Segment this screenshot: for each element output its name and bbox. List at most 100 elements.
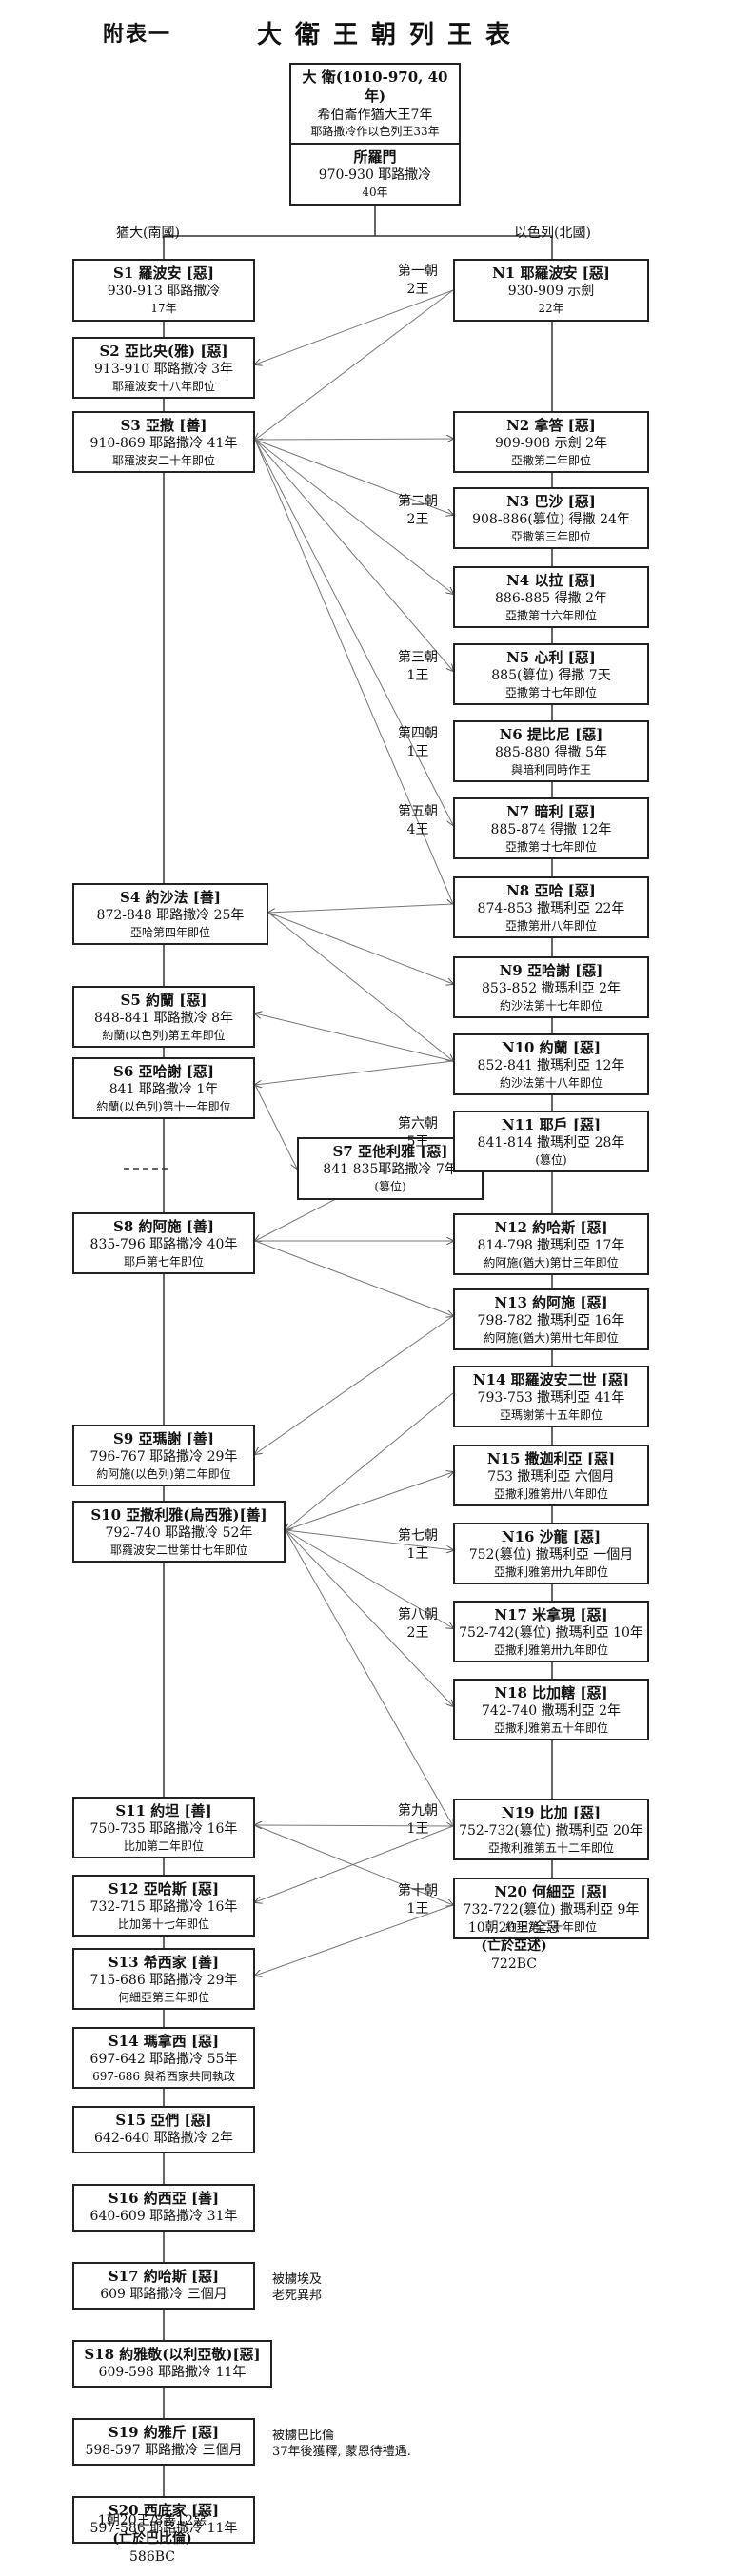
- reign-info: 841-835耶路撒冷 7年: [323, 1162, 458, 1178]
- south-king-s17: S17 約哈斯 [惡]609 耶路撒冷 三個月: [72, 2262, 255, 2310]
- reign-info: 752(篡位) 撒瑪利亞 一個月: [468, 1547, 634, 1563]
- king-name: N14 耶羅波安二世 [惡]: [472, 1371, 630, 1388]
- king-name: N4 以拉 [惡]: [506, 572, 596, 589]
- accession-link-n8-s4: [268, 903, 454, 913]
- north-summary-count: 10朝20王/全惡: [467, 1920, 561, 1936]
- reign-info: 909-908 示劍 2年: [495, 436, 607, 452]
- accession-note: 約蘭(以色列)第五年即位: [102, 1029, 226, 1043]
- reign-info: 715-686 耶路撒冷 29年: [89, 1973, 238, 1989]
- south-king-s5: S5 約蘭 [惡]848-841 耶路撒冷 8年約蘭(以色列)第五年即位: [72, 986, 255, 1049]
- south-king-s2: S2 亞比央(雅) [惡]913-910 耶路撒冷 3年耶羅波安十八年即位: [72, 337, 255, 400]
- reign-info: 814-798 撒瑪利亞 17年: [477, 1238, 625, 1254]
- king-name: N8 亞哈 [惡]: [506, 882, 596, 899]
- accession-note: 40年: [362, 186, 388, 200]
- accession-note: 亞撒利雅第卅九年即位: [493, 1565, 608, 1580]
- accession-note: 22年: [538, 302, 564, 316]
- accession-note: 亞哈第四年即位: [129, 926, 210, 940]
- accession-note: 697-686 與希西家共同執政: [92, 2070, 235, 2084]
- south-king-s7: S7 亞他利雅 [惡] 841-835耶路撒冷 7年 (篡位): [297, 1137, 484, 1200]
- south-king-s11: S11 約坦 [善]750-735 耶路撒冷 16年比加第二年即位: [72, 1797, 255, 1859]
- reign-info: 597-586 耶路撒冷 11年: [89, 2521, 238, 2537]
- accession-note: 亞撒第卅八年即位: [504, 919, 597, 934]
- king-name: N13 約阿施 [惡]: [494, 1294, 608, 1311]
- king-name: S5 約蘭 [惡]: [120, 992, 207, 1009]
- king-name: S4 約沙法 [善]: [120, 889, 221, 906]
- reign-info: 742-740 撒瑪利亞 2年: [482, 1703, 621, 1720]
- reign-info: 732-722(篡位) 撒瑪利亞 9年: [463, 1902, 640, 1918]
- accession-note: (篡位): [535, 1153, 567, 1168]
- king-name: N19 比加 [惡]: [501, 1804, 602, 1821]
- accession-note: 約蘭(以色列)第十一年即位: [96, 1100, 231, 1114]
- king-name: S9 亞瑪謝 [善]: [113, 1430, 214, 1447]
- reign-info: 885-874 得撒 12年: [490, 822, 612, 838]
- north-summary-fall: (亡於亞述): [481, 1937, 547, 1954]
- accession-link-s10-n17: [285, 1529, 453, 1628]
- reign-info: 796-767 耶路撒冷 29年: [89, 1449, 238, 1465]
- south-king-s18: S18 約雅敬(以利亞敬)[惡]609-598 耶路撒冷 11年: [72, 2340, 272, 2388]
- north-king-n11: N11 耶戶 [惡]841-814 撒瑪利亞 28年(篡位): [453, 1111, 649, 1173]
- accession-note: 與暗利同時作王: [510, 763, 591, 777]
- north-summary: 10朝20王/全惡 (亡於亞述) 722BC: [419, 1919, 609, 1974]
- accession-note: 約沙法第十八年即位: [499, 1076, 603, 1091]
- north-king-n9: N9 亞哈謝 [惡]853-852 撒瑪利亞 2年約沙法第十七年即位: [453, 956, 649, 1019]
- accession-link-n13-s9: [255, 1315, 454, 1454]
- south-king-s19: S19 約雅斤 [惡]598-597 耶路撒冷 三個月: [72, 2418, 255, 2466]
- king-name: N12 約哈斯 [惡]: [494, 1219, 608, 1236]
- king-name: S8 約阿施 [善]: [113, 1218, 214, 1235]
- accession-link-s3-n3: [254, 439, 453, 515]
- south-king-s8: S8 約阿施 [善]835-796 耶路撒冷 40年耶戶第七年即位: [72, 1212, 255, 1275]
- king-name: N7 暗利 [惡]: [506, 803, 596, 820]
- reign-info: 885(篡位) 得撒 7天: [491, 668, 611, 684]
- accession-note: 耶羅波安二十年即位: [111, 454, 215, 468]
- reign-info: 930-913 耶路撒冷: [107, 284, 221, 300]
- accession-note: 亞撒第廿六年即位: [504, 609, 597, 623]
- accession-link-s3-n4: [254, 439, 453, 594]
- reign-info: 913-910 耶路撒冷 3年: [94, 362, 233, 378]
- reign-info: 598-597 耶路撒冷 三個月: [85, 2443, 243, 2459]
- north-king-n8: N8 亞哈 [惡] 874-853 撒瑪利亞 22年亞撒第卅八年即位: [453, 876, 649, 939]
- king-name: N17 米拿現 [惡]: [494, 1606, 608, 1623]
- reign-info: 753 撒瑪利亞 六個月: [487, 1469, 615, 1485]
- king-name: S7 亞他利雅 [惡]: [332, 1143, 448, 1160]
- reign-info: 970-930 耶路撒冷: [318, 167, 432, 184]
- accession-note: 約阿施(以色列)第二年即位: [96, 1467, 231, 1482]
- accession-note: 亞撒利雅第卅九年即位: [493, 1643, 608, 1658]
- reign-info: 609-598 耶路撒冷 11年: [98, 2365, 247, 2381]
- king-name: S20 西底家 [惡]: [108, 2502, 220, 2519]
- reign-info: 852-841 撒瑪利亞 12年: [477, 1058, 625, 1074]
- king-name: S16 約西亞 [善]: [108, 2190, 220, 2207]
- south-summary-year: 586BC: [129, 2548, 175, 2565]
- reign-info: 874-853 撒瑪利亞 22年: [477, 901, 625, 917]
- accession-note: 約沙法第十七年即位: [499, 999, 603, 1013]
- north-king-n19: N19 比加 [惡]752-732(篡位) 撒瑪利亞 20年亞撒利雅第五十二年即…: [453, 1799, 649, 1861]
- accession-note: 亞撒第廿七年即位: [504, 686, 597, 700]
- king-name: S10 亞撒利雅(烏西雅)[善]: [90, 1506, 267, 1524]
- accession-note: (篡位): [374, 1180, 406, 1194]
- north-king-n16: N16 沙龍 [惡] 752(篡位) 撒瑪利亞 一個月亞撒利雅第卅九年即位: [453, 1523, 649, 1585]
- reign-info: 640-609 耶路撒冷 31年: [89, 2209, 238, 2225]
- king-name: N16 沙龍 [惡]: [501, 1528, 602, 1545]
- north-king-n2: N2 拿答 [惡]909-908 示劍 2年亞撒第二年即位: [453, 411, 649, 474]
- reign-info: 希伯崙作猶大王7年: [317, 107, 433, 123]
- accession-note: 耶路撒冷作以色列王33年: [310, 125, 440, 139]
- accession-note: 比加第十七年即位: [117, 1917, 209, 1932]
- accession-note: 亞撒利雅第五十年即位: [493, 1721, 608, 1736]
- south-kingdom-label: 猶大(南國): [116, 226, 180, 241]
- accession-link-n1-s3: [255, 289, 454, 440]
- accession-note: 何細亞第三年即位: [117, 1991, 209, 2005]
- reign-info: 886-885 得撒 2年: [495, 591, 607, 607]
- king-name: S11 約坦 [善]: [115, 1802, 212, 1819]
- south-king-s16: S16 約西亞 [善] 640-609 耶路撒冷 31年: [72, 2184, 255, 2232]
- reign-info: 642-640 耶路撒冷 2年: [94, 2131, 233, 2147]
- accession-note: 亞瑪謝第十五年即位: [499, 1408, 603, 1423]
